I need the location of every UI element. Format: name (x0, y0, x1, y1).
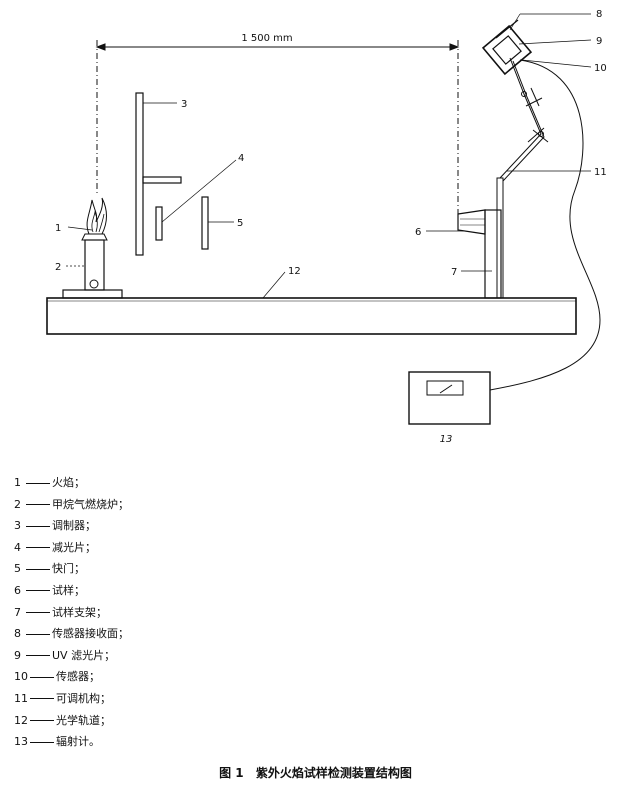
modulator-arm (142, 176, 182, 184)
optical-rail (46, 297, 577, 335)
callout-3: 3 (181, 99, 187, 110)
callout-6: 6 (415, 227, 421, 238)
dimension-arrow-right (449, 43, 460, 51)
leader-4 (161, 159, 237, 223)
callout-11: 11 (594, 167, 607, 178)
leader-12 (262, 271, 286, 299)
sample-holder (484, 209, 502, 299)
adjustable-mechanism (499, 57, 542, 179)
figure-title: 紫外火焰试样检测装置结构图 (255, 766, 412, 780)
burner-base (62, 289, 123, 299)
modulator (135, 92, 144, 256)
apparatus-diagram: 1 500 mm 1 2 3 4 5 6 7 8 9 10 11 12 13 (46, 9, 607, 445)
burner-cup (81, 233, 108, 241)
leader-10 (521, 59, 592, 68)
callout-12: 12 (288, 266, 301, 277)
callout-1: 1 (55, 223, 61, 234)
burner-valve (89, 279, 99, 289)
callout-5: 5 (237, 218, 243, 229)
flame (86, 197, 107, 235)
leader-1 (67, 226, 93, 231)
sensor (481, 24, 533, 76)
callout-7: 7 (451, 267, 457, 278)
callout-2: 2 (55, 262, 61, 273)
radiometer (408, 371, 491, 425)
figure-number: 图 1 (219, 766, 244, 780)
uv-filter (492, 35, 522, 65)
methane-burner (84, 239, 105, 291)
leader-9 (518, 39, 592, 45)
callout-10: 10 (594, 63, 607, 74)
sample (457, 209, 486, 235)
radiometer-dial (426, 380, 464, 396)
dimension-label: 1 500 mm (241, 33, 292, 44)
callout-9: 9 (596, 36, 602, 47)
callout-8: 8 (596, 9, 602, 20)
figure-caption: 图 1 紫外火焰试样检测装置结构图 (0, 764, 631, 781)
sensor-cable (489, 59, 601, 391)
callout-13: 13 (440, 434, 453, 445)
attenuator (155, 206, 163, 241)
callout-4: 4 (238, 153, 244, 164)
shutter (201, 196, 209, 250)
mechanism-post (496, 177, 504, 299)
dimension-arrow-left (95, 43, 106, 51)
leader-8 (509, 13, 521, 31)
